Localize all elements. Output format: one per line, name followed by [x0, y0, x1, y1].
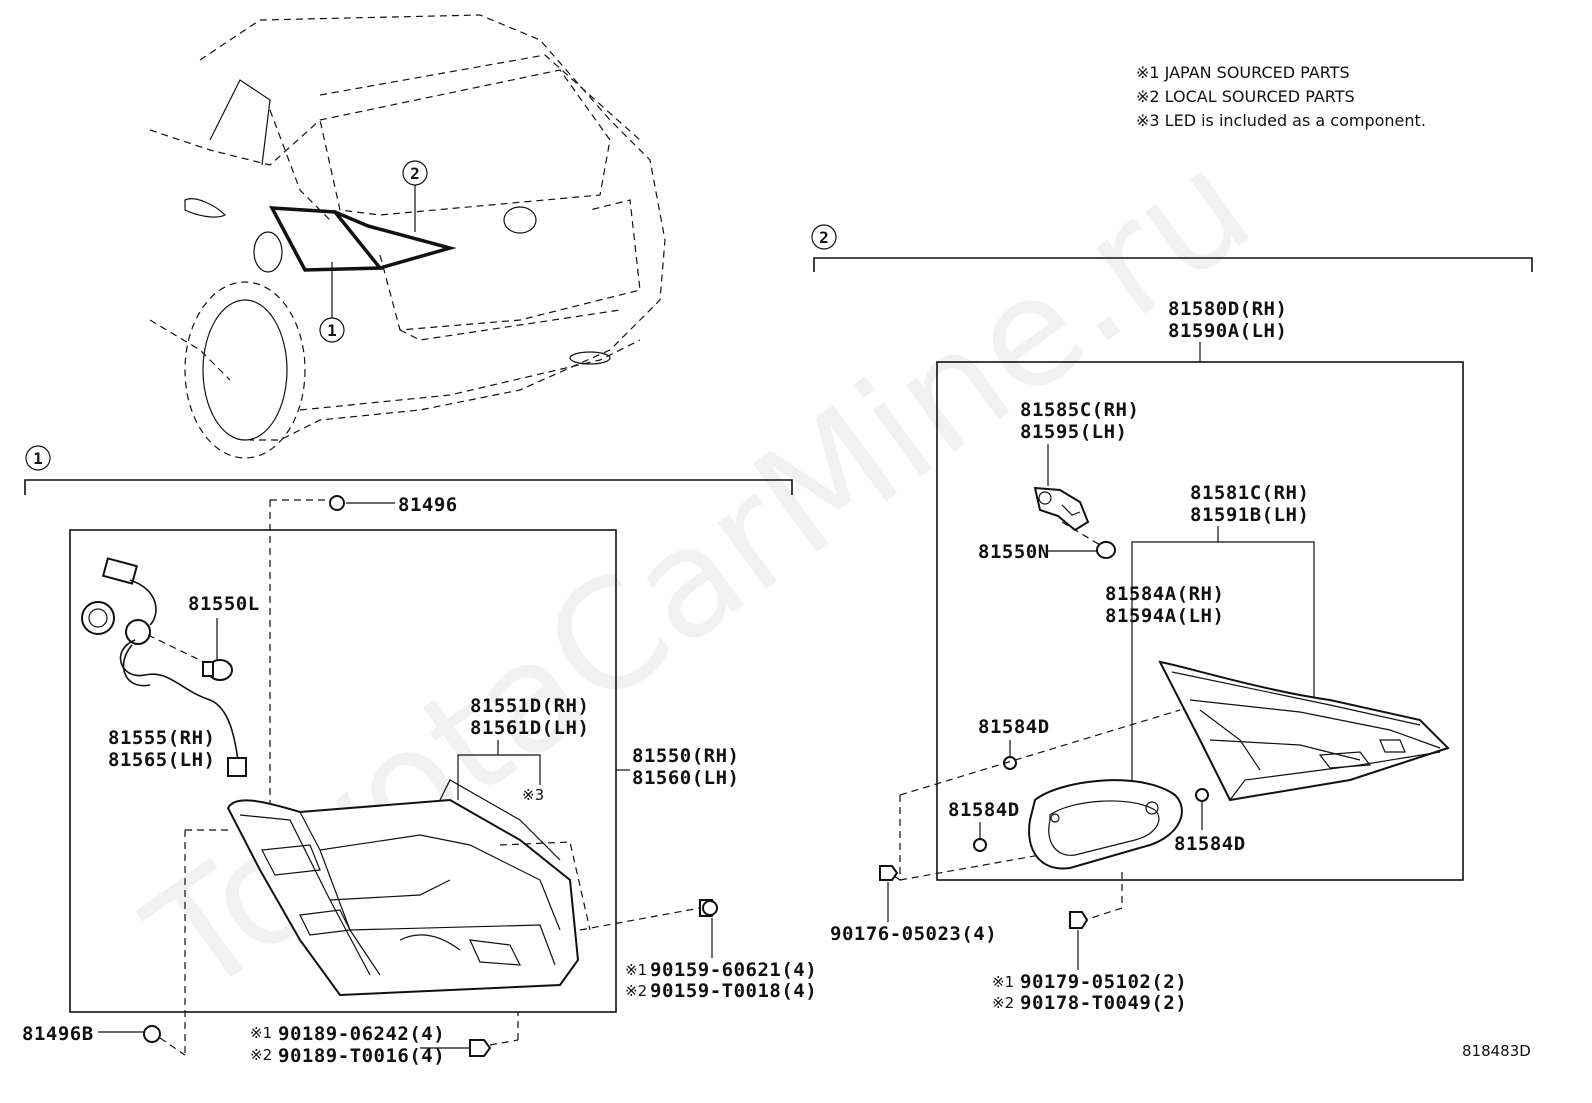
svg-text:1: 1	[33, 449, 43, 468]
svg-text:81590A(LH): 81590A(LH)	[1168, 320, 1287, 342]
svg-text:※1: ※1	[992, 973, 1014, 991]
clip-81496: 81496	[269, 494, 458, 870]
section-1-header: 1	[24, 445, 793, 495]
callout-2-car: 2	[402, 160, 428, 186]
clip-81496B: 81496B	[22, 1023, 186, 1056]
svg-text:※1: ※1	[250, 1024, 272, 1042]
svg-text:81584D: 81584D	[1174, 833, 1246, 855]
socket-81585C: 81585C(RH) 81595(LH)	[1020, 399, 1139, 546]
clip-81584D-c: 81584D	[1174, 788, 1246, 855]
clip-81584D-a: 81584D	[978, 716, 1050, 770]
notes-legend: ※1 JAPAN SOURCED PARTS ※2 LOCAL SOURCED …	[1136, 63, 1426, 130]
note-2: ※2 LOCAL SOURCED PARTS	[1136, 87, 1355, 106]
car-rear-illustration	[149, 14, 666, 459]
assembly-box-right	[936, 361, 1464, 881]
svg-text:81550L: 81550L	[188, 593, 260, 615]
svg-text:81550N: 81550N	[978, 541, 1050, 563]
svg-text:81584A(RH): 81584A(RH)	[1105, 583, 1224, 605]
note-3: ※3 LED is included as a component.	[1136, 111, 1426, 130]
svg-text:81591B(LH): 81591B(LH)	[1190, 504, 1309, 526]
callout-1-car: 1	[319, 317, 345, 343]
svg-text:1: 1	[327, 321, 337, 340]
svg-text:※1: ※1	[625, 961, 647, 979]
clip-81584D-b: 81584D	[948, 799, 1020, 852]
svg-text:※3: ※3	[522, 786, 544, 804]
svg-text:81560(LH): 81560(LH)	[632, 767, 739, 789]
svg-text:※2: ※2	[625, 982, 647, 1000]
svg-text:81584D: 81584D	[948, 799, 1020, 821]
svg-text:90159-60621(4): 90159-60621(4)	[650, 959, 817, 981]
screw-90159: ※1 90159-60621(4) ※2 90159-T0018(4)	[579, 899, 817, 1002]
nut-90179: ※1 90179-05102(2) ※2 90178-T0049(2)	[992, 911, 1187, 1014]
svg-text:2: 2	[819, 228, 829, 247]
nut-90176: 90176-05023(4)	[830, 865, 997, 945]
svg-text:81551D(RH): 81551D(RH)	[470, 695, 589, 717]
diagram-id: 818483D	[1462, 1042, 1531, 1060]
svg-text:※2: ※2	[250, 1046, 272, 1064]
svg-text:90178-T0049(2): 90178-T0049(2)	[1020, 992, 1187, 1014]
svg-text:81580D(RH): 81580D(RH)	[1168, 298, 1287, 320]
bulb-81550N: 81550N	[978, 541, 1116, 563]
label-81565: 81565(LH)	[108, 749, 215, 771]
label-81581C: 81581C(RH) 81591B(LH)	[1131, 482, 1315, 820]
gasket-81584A	[1028, 779, 1183, 870]
svg-text:90159-T0018(4): 90159-T0018(4)	[650, 980, 817, 1002]
svg-text:81595(LH): 81595(LH)	[1020, 421, 1127, 443]
svg-text:81561D(LH): 81561D(LH)	[470, 717, 589, 739]
label-81584A: 81584A(RH) 81594A(LH)	[1105, 583, 1224, 627]
svg-text:81581C(RH): 81581C(RH)	[1190, 482, 1309, 504]
svg-text:2: 2	[410, 164, 420, 183]
inner-lamp-lens	[1158, 660, 1450, 802]
assembly-box-left	[69, 529, 617, 1013]
label-81550: 81550(RH) 81560(LH)	[616, 745, 739, 789]
svg-text:81584D: 81584D	[978, 716, 1050, 738]
led-group-81551D: 81551D(RH) 81561D(LH) ※3	[457, 695, 589, 804]
svg-text:90189-06242(4): 90189-06242(4)	[278, 1023, 445, 1045]
nut-90189: ※1 90189-06242(4) ※2 90189-T0016(4)	[250, 1012, 519, 1067]
label-81580D: 81580D(RH) 81590A(LH)	[1168, 298, 1287, 362]
socket-wire-81555	[81, 557, 247, 777]
svg-text:※2: ※2	[992, 994, 1014, 1012]
note-1: ※1 JAPAN SOURCED PARTS	[1136, 63, 1350, 82]
svg-text:90189-T0016(4): 90189-T0016(4)	[278, 1045, 445, 1067]
svg-text:81550(RH): 81550(RH)	[632, 745, 739, 767]
label-81555: 81555(RH)	[108, 727, 215, 749]
bulb-81550L: 81550L	[188, 593, 260, 681]
svg-text:81594A(LH): 81594A(LH)	[1105, 605, 1224, 627]
section-2-header: 2	[811, 224, 1533, 272]
svg-text:81496: 81496	[398, 494, 458, 516]
svg-text:81496B: 81496B	[22, 1023, 94, 1045]
rear-lamp-outer	[184, 779, 591, 1055]
svg-text:81585C(RH): 81585C(RH)	[1020, 399, 1139, 421]
svg-text:90176-05023(4): 90176-05023(4)	[830, 923, 997, 945]
svg-text:90179-05102(2): 90179-05102(2)	[1020, 971, 1187, 993]
